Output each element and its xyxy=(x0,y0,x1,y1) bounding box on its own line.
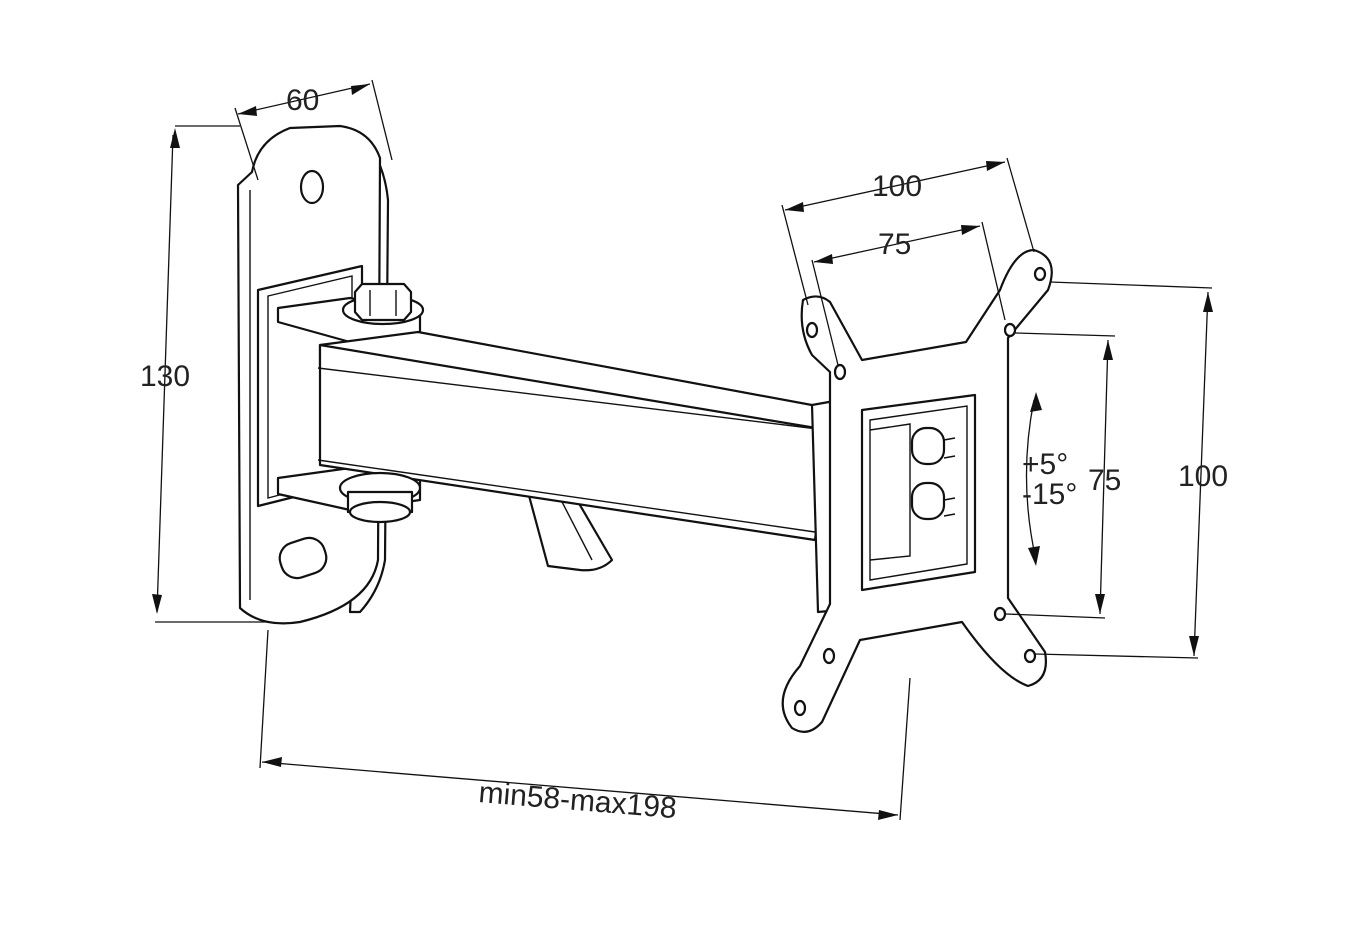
pivot-bolt-top xyxy=(341,282,425,326)
label-tilt-up: +5° xyxy=(1022,448,1068,481)
dim-vesa-outer-width: 100 xyxy=(781,157,1035,306)
label-vesa-inner-height: 75 xyxy=(1088,464,1121,497)
vesa-hole-tr-inner xyxy=(1003,322,1017,338)
dim-plate-width: 60 xyxy=(234,79,393,181)
dim-vesa-inner-height: 75 xyxy=(1005,332,1121,619)
pivot-bolt-bottom xyxy=(338,471,422,524)
label-vesa-outer-height: 100 xyxy=(1178,460,1228,493)
label-plate-height: 130 xyxy=(140,360,190,393)
vesa-hole-br-inner xyxy=(993,606,1007,622)
tilt-knob-lower xyxy=(910,481,946,521)
bottom-mounting-slot xyxy=(278,536,328,580)
vesa-hole-br-outer xyxy=(1023,648,1037,664)
vesa-hole-bl-outer xyxy=(793,699,807,717)
vesa-hole-bl-inner xyxy=(822,647,836,665)
dim-vesa-outer-height: 100 xyxy=(1034,281,1228,659)
label-plate-width: 60 xyxy=(286,84,319,117)
label-tilt-down: -15° xyxy=(1022,478,1077,511)
top-mounting-hole xyxy=(299,169,325,205)
vesa-hole-tl-outer xyxy=(805,321,819,339)
tilt-knob-upper xyxy=(910,426,946,466)
dim-vesa-inner-width: 75 xyxy=(811,221,1006,366)
dim-plate-height: 130 xyxy=(140,125,268,623)
label-extension-range: min58-max198 xyxy=(477,776,677,825)
label-vesa-inner-width: 75 xyxy=(878,228,911,261)
vesa-plate xyxy=(781,248,1053,733)
vesa-hole-tl-inner xyxy=(833,363,847,381)
vesa-hole-tr-outer xyxy=(1033,266,1047,282)
label-vesa-outer-width: 100 xyxy=(872,170,922,203)
tilt-range-indicator: +5° -15° xyxy=(1022,392,1077,566)
